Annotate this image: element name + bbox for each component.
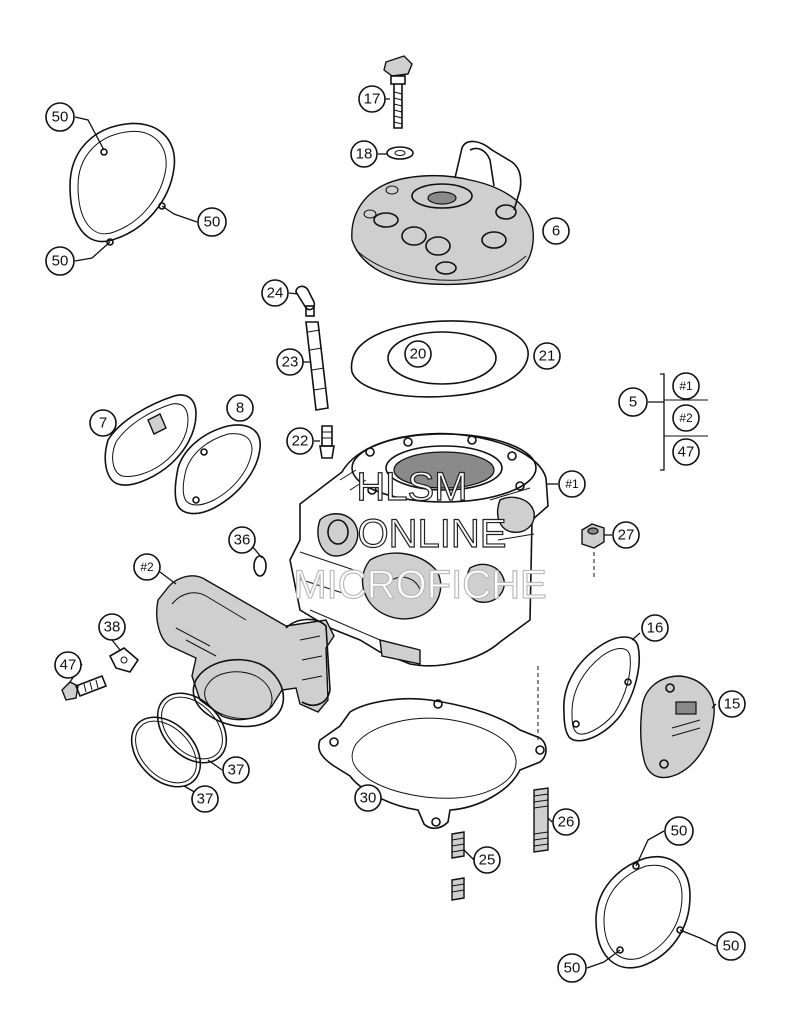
- callout-1[interactable]: #1: [558, 470, 586, 498]
- callout-50-a[interactable]: 50: [45, 102, 75, 132]
- callout-1-label: #1: [565, 477, 579, 491]
- part-18-washer: [386, 146, 414, 160]
- callout-50-f-label: 50: [564, 960, 581, 977]
- leader-lines: [69, 98, 717, 969]
- callout-26-label: 26: [558, 814, 575, 831]
- callout-21-label: 21: [539, 348, 556, 365]
- part-50-gasket-bottom-right: [595, 856, 691, 969]
- part-16-gasket: [563, 636, 640, 742]
- callout-5-item-2-label: #2: [679, 411, 693, 425]
- callout-5[interactable]: 5: [618, 387, 648, 417]
- watermark-line-2: ONLINE: [358, 512, 507, 556]
- part-15-cover: [639, 675, 715, 779]
- callout-25-label: 25: [479, 852, 496, 869]
- part-1-cylinder: [289, 432, 549, 667]
- callout-36-label: 36: [234, 532, 251, 549]
- callout-38[interactable]: 38: [98, 613, 126, 641]
- part-37-gasket-a: [156, 692, 228, 764]
- callout-5-item-47[interactable]: 47: [672, 438, 700, 466]
- callout-50-a-label: 50: [52, 109, 69, 126]
- part-38-clamp: [108, 647, 140, 673]
- callout-15[interactable]: 15: [718, 690, 746, 718]
- part-36-o-ring: [253, 555, 267, 577]
- callout-24-label: 24: [267, 285, 284, 302]
- callout-17[interactable]: 17: [358, 85, 386, 113]
- callout-22[interactable]: 22: [286, 427, 314, 455]
- part-7-gasket: [104, 394, 197, 486]
- watermark-line-1: HLSM: [356, 465, 467, 509]
- part-27-nut: [581, 523, 605, 580]
- callout-50-e-label: 50: [723, 938, 740, 955]
- callout-6[interactable]: 6: [542, 217, 570, 245]
- callout-36[interactable]: 36: [228, 526, 256, 554]
- callout-30[interactable]: 30: [354, 784, 382, 812]
- callout-2[interactable]: #2: [133, 553, 161, 581]
- callout-50-b-label: 50: [204, 214, 221, 231]
- callout-22-label: 22: [292, 433, 309, 450]
- callout-50-b[interactable]: 50: [197, 207, 227, 237]
- callout-5-item-2[interactable]: #2: [672, 404, 700, 432]
- callout-23-label: 23: [282, 354, 299, 371]
- callout-37-a[interactable]: 37: [222, 756, 250, 784]
- callout-50-d[interactable]: 50: [664, 816, 694, 846]
- callout-27-label: 27: [618, 527, 635, 544]
- callout-30-label: 30: [360, 790, 377, 807]
- callout-7-label: 7: [99, 415, 107, 432]
- callout-18[interactable]: 18: [350, 140, 378, 168]
- part-50-gasket-top-left: [69, 122, 176, 246]
- part-37-gasket-b: [130, 716, 202, 788]
- callout-47[interactable]: 47: [54, 651, 82, 679]
- callout-2-label: #2: [140, 560, 154, 574]
- part-8-gasket: [174, 424, 261, 515]
- part-2-intake-manifold: [156, 575, 335, 728]
- callout-20-label: 20: [410, 346, 427, 363]
- callout-23[interactable]: 23: [276, 348, 304, 376]
- part-25-dowels: [451, 831, 465, 901]
- callout-25[interactable]: 25: [473, 846, 501, 874]
- callout-15-label: 15: [724, 696, 741, 713]
- callout-18-label: 18: [356, 146, 373, 163]
- part-17-bolt: [383, 55, 413, 129]
- watermark-line-3: MICROFICHE: [293, 563, 546, 607]
- callout-5-item-1[interactable]: #1: [672, 372, 700, 400]
- callout-16[interactable]: 16: [641, 614, 669, 642]
- callout-5-label: 5: [629, 394, 637, 411]
- part-6-cylinder-head: [351, 140, 534, 286]
- part-22-nipple: [319, 425, 335, 459]
- callout-7[interactable]: 7: [89, 409, 117, 437]
- part-23-hose: [305, 321, 329, 411]
- part-24-elbow-fitting: [295, 285, 316, 317]
- callout-16-label: 16: [647, 620, 664, 637]
- callout-26[interactable]: 26: [552, 808, 580, 836]
- kit-5-bracket: [648, 373, 665, 471]
- callout-47-label: 47: [60, 657, 77, 674]
- callout-50-c[interactable]: 50: [45, 246, 75, 276]
- part-20-o-ring: [387, 331, 497, 385]
- callout-21[interactable]: 21: [533, 342, 561, 370]
- callout-50-d-label: 50: [671, 823, 688, 840]
- callout-8[interactable]: 8: [226, 394, 254, 422]
- callout-17-label: 17: [364, 91, 381, 108]
- part-21-head-gasket: [350, 320, 529, 398]
- callout-5-item-47-label: 47: [678, 444, 695, 461]
- callout-37-a-label: 37: [228, 762, 245, 779]
- part-26-stud: [533, 787, 549, 853]
- callout-20[interactable]: 20: [404, 340, 432, 368]
- part-30-base-gasket: [318, 666, 547, 830]
- callout-24[interactable]: 24: [261, 279, 289, 307]
- callout-6-label: 6: [552, 223, 560, 240]
- callout-5-item-1-label: #1: [679, 379, 693, 393]
- callout-38-label: 38: [104, 619, 121, 636]
- callout-8-label: 8: [236, 400, 244, 417]
- callout-50-f[interactable]: 50: [557, 953, 587, 983]
- part-47-screw: [61, 674, 108, 701]
- callout-37-b-label: 37: [197, 791, 214, 808]
- callout-37-b[interactable]: 37: [191, 785, 219, 813]
- callout-27[interactable]: 27: [612, 521, 640, 549]
- watermark: HLSM ONLINE MICROFICHE: [293, 464, 548, 607]
- callout-50-e[interactable]: 50: [716, 931, 746, 961]
- callout-50-c-label: 50: [52, 253, 69, 270]
